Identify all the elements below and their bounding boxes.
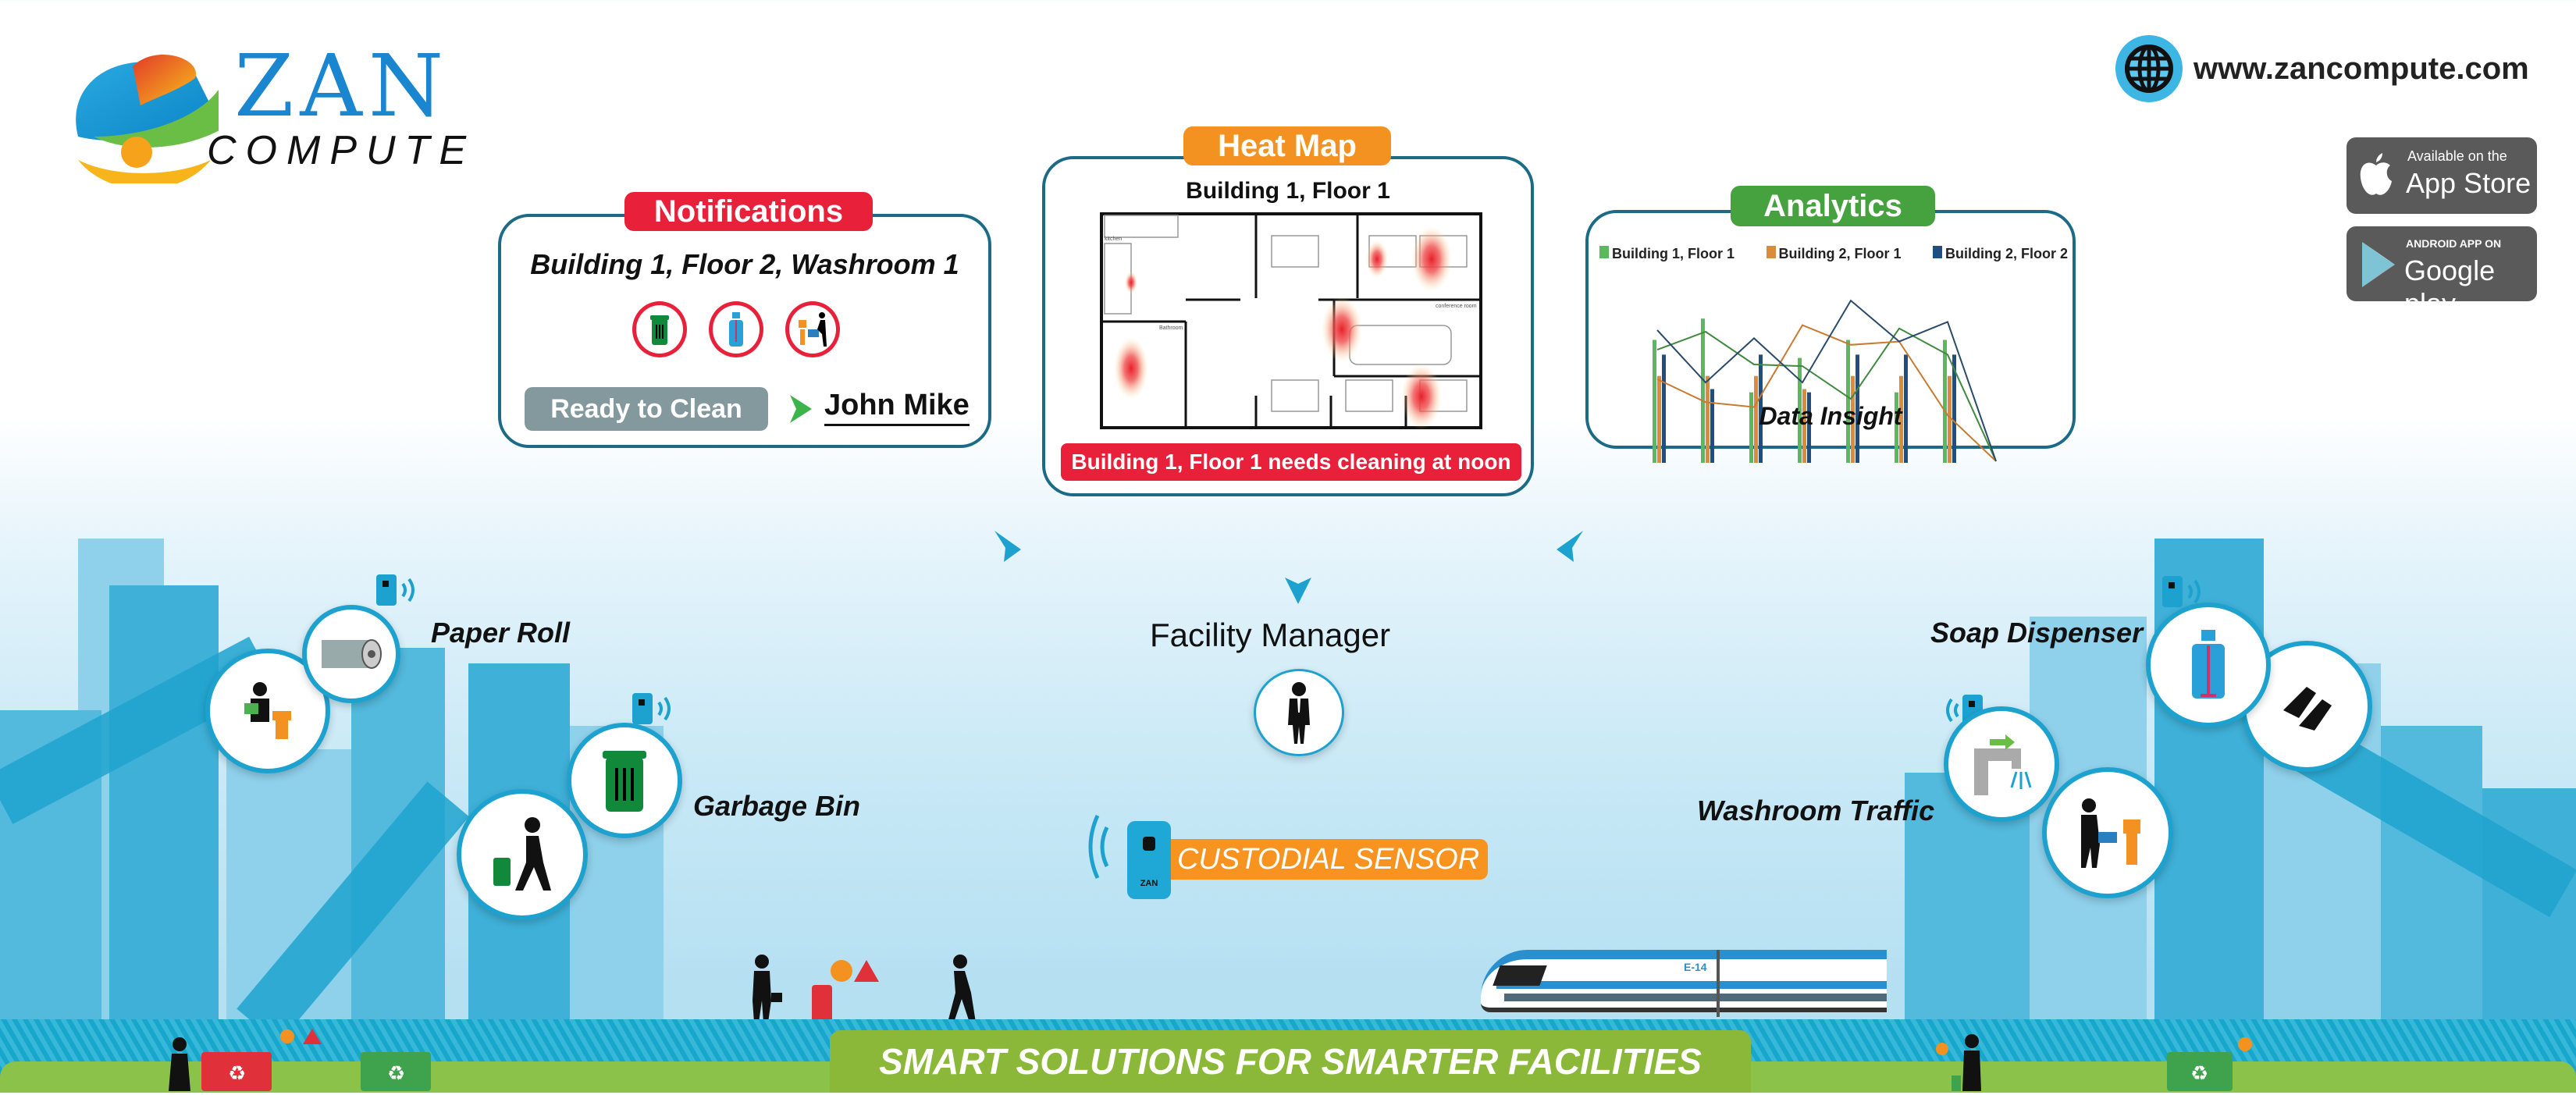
wifi-signal-icon bbox=[1083, 812, 1115, 882]
svg-text:♻: ♻ bbox=[2190, 1061, 2208, 1085]
notification-icons bbox=[632, 301, 840, 357]
washroom-traffic-label: Washroom Traffic bbox=[1697, 795, 1934, 827]
garbage-bin-icon[interactable] bbox=[632, 301, 687, 357]
recycle-bins: ♻ bbox=[1936, 1029, 2279, 1095]
legend-item: Building 2, Floor 1 bbox=[1767, 246, 1902, 262]
recycle-bin-icon: ♻♻ bbox=[156, 1029, 453, 1091]
person-with-bin-icon bbox=[487, 816, 557, 894]
svg-text:♻: ♻ bbox=[228, 1061, 246, 1085]
washroom-traffic-circle[interactable] bbox=[2042, 767, 2173, 898]
garbage-bin-icon bbox=[603, 749, 646, 812]
sensor-camera-icon bbox=[1143, 837, 1155, 851]
hand-washing-icon bbox=[2275, 679, 2338, 734]
washroom-traffic-icon[interactable] bbox=[785, 301, 840, 357]
garbage-bin-circle[interactable] bbox=[567, 723, 682, 838]
tagline-banner: SMART SOLUTIONS FOR SMARTER FACILITIES bbox=[830, 1030, 1751, 1093]
soap-dispenser-icon bbox=[2189, 630, 2228, 700]
room-label-kitchen: kitchen bbox=[1105, 236, 1122, 242]
paper-roll-circle[interactable] bbox=[302, 605, 400, 703]
brand-logo: ZAN COMPUTE bbox=[55, 43, 523, 183]
soap-dispenser-icon[interactable] bbox=[709, 301, 763, 357]
floor-plan: kitchen Bathroom conference room bbox=[1100, 212, 1482, 429]
legend-label: Building 1, Floor 1 bbox=[1612, 246, 1735, 261]
soap-dispenser-label: Soap Dispenser bbox=[1930, 617, 2143, 649]
globe-icon bbox=[2115, 35, 2183, 102]
train-id: E-14 bbox=[1684, 961, 1707, 973]
notifications-panel: Building 1, Floor 2, Washroom 1 Ready to… bbox=[498, 214, 991, 448]
notification-location: Building 1, Floor 2, Washroom 1 bbox=[501, 248, 988, 281]
person-at-sink-icon bbox=[2069, 798, 2147, 868]
assignee-name[interactable]: John Mike bbox=[824, 389, 970, 426]
heatmap-panel: Building 1, Floor 1 kitchen Bathroom con… bbox=[1042, 156, 1534, 496]
app-store-big: App Store bbox=[2406, 167, 2531, 200]
soap-dispenser-circle[interactable] bbox=[2146, 603, 2271, 727]
website-url: www.zancompute.com bbox=[2194, 52, 2529, 87]
chart-legend: Building 1, Floor 1 Building 2, Floor 1 … bbox=[1599, 246, 2068, 262]
notifications-title: Notifications bbox=[624, 192, 873, 231]
faucet-icon bbox=[1966, 733, 2037, 795]
bar bbox=[1701, 318, 1705, 463]
legend-label: Building 2, Floor 2 bbox=[1945, 246, 2068, 261]
legend-item: Building 2, Floor 2 bbox=[1933, 246, 2068, 262]
arrow-down-icon bbox=[1557, 531, 1583, 562]
heatmap-title: Heat Map bbox=[1183, 126, 1391, 165]
garbage-bin-label: Garbage Bin bbox=[693, 790, 860, 823]
arrow-right-icon bbox=[790, 395, 812, 423]
legend-swatch bbox=[1767, 246, 1776, 258]
sensor-device-icon bbox=[376, 574, 423, 613]
chart-caption: Data Insight bbox=[1589, 402, 2073, 431]
app-store-badge[interactable]: Available on the App Store bbox=[2347, 137, 2537, 214]
facility-manager-label: Facility Manager bbox=[1150, 617, 1390, 654]
faucet-circle[interactable] bbox=[1944, 706, 2059, 822]
apple-logo-icon bbox=[2359, 153, 2393, 198]
logo-emblem-icon bbox=[62, 43, 219, 183]
street-people bbox=[749, 954, 984, 1028]
brand-sub: COMPUTE bbox=[207, 127, 475, 174]
arrow-down-icon bbox=[1285, 578, 1311, 604]
walker-circle[interactable] bbox=[457, 789, 588, 920]
ready-to-clean-status[interactable]: Ready to Clean bbox=[525, 387, 768, 431]
brand-name: ZAN bbox=[234, 43, 450, 129]
analytics-chart bbox=[1649, 299, 2040, 472]
room-label-conference: conference room bbox=[1436, 304, 1477, 309]
recycle-bins: ♻♻ bbox=[156, 1029, 453, 1095]
room-label-bathroom: Bathroom bbox=[1159, 325, 1183, 331]
recycle-bin-icon: ♻ bbox=[1936, 1029, 2279, 1091]
svg-text:♻: ♻ bbox=[387, 1061, 405, 1085]
app-store-small: Available on the bbox=[2407, 148, 2507, 165]
sensor-brand: ZAN bbox=[1127, 879, 1171, 888]
sensor-device-icon bbox=[632, 693, 679, 731]
google-play-small: ANDROID APP ON bbox=[2406, 237, 2501, 250]
toilet-user-icon bbox=[237, 680, 299, 742]
paper-roll-icon bbox=[320, 637, 382, 671]
manager-person-icon bbox=[1283, 681, 1315, 744]
google-play-big: Google play bbox=[2404, 254, 2537, 320]
analytics-title: Analytics bbox=[1731, 186, 1935, 226]
analytics-panel: Building 1, Floor 1 Building 2, Floor 1 … bbox=[1585, 210, 2076, 449]
website-link[interactable]: www.zancompute.com bbox=[2115, 35, 2529, 102]
legend-swatch bbox=[1933, 246, 1942, 258]
train: E-14 bbox=[1457, 950, 1906, 1017]
google-play-badge[interactable]: ANDROID APP ON Google play bbox=[2347, 226, 2537, 301]
paper-roll-label: Paper Roll bbox=[431, 617, 570, 649]
custodial-sensor-device[interactable]: ZAN bbox=[1127, 821, 1171, 899]
legend-item: Building 1, Floor 1 bbox=[1599, 246, 1735, 262]
heatmap-subtitle: Building 1, Floor 1 bbox=[1045, 178, 1531, 204]
custodial-sensor-label: CUSTODIAL SENSOR bbox=[1171, 839, 1488, 880]
heatmap-alert[interactable]: Building 1, Floor 1 needs cleaning at no… bbox=[1061, 443, 1521, 481]
google-play-icon bbox=[2361, 240, 2396, 289]
legend-label: Building 2, Floor 1 bbox=[1779, 246, 1902, 261]
legend-swatch bbox=[1599, 246, 1609, 258]
pedestrians-icon bbox=[749, 954, 984, 1024]
arrow-down-icon bbox=[994, 531, 1021, 562]
facility-manager-avatar[interactable] bbox=[1254, 669, 1344, 756]
